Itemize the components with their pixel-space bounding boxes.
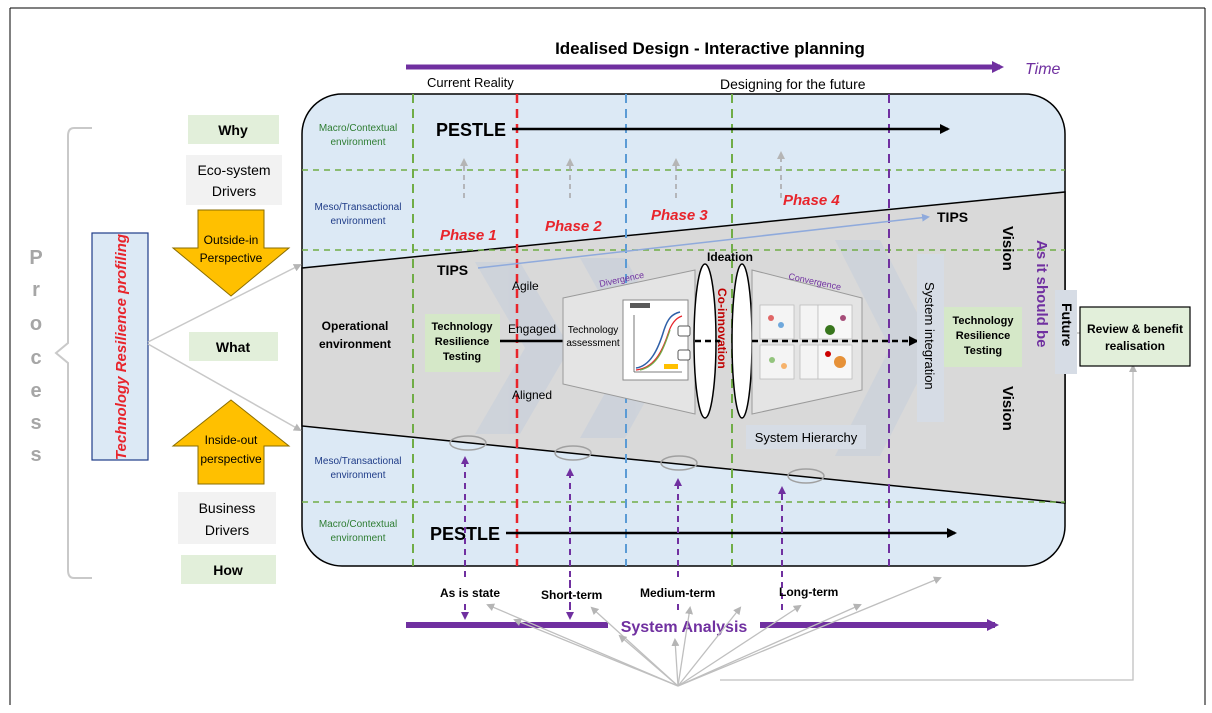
outside-in-line-1: Outside-in bbox=[204, 233, 259, 247]
macro-top-label-2: environment bbox=[330, 137, 385, 148]
future-label: Future bbox=[1059, 303, 1075, 347]
trt-right-box bbox=[944, 307, 1022, 367]
designing-future-label: Designing for the future bbox=[720, 76, 866, 92]
eco-drivers-line-1: Eco-system bbox=[197, 162, 270, 178]
inside-out-arrow bbox=[171, 399, 291, 485]
svg-text:s: s bbox=[30, 412, 41, 434]
system-analysis-label: System Analysis bbox=[621, 619, 748, 636]
as-is-state-box bbox=[401, 580, 500, 604]
hub-arrows bbox=[486, 364, 1137, 687]
system-integration-label: System integration bbox=[922, 282, 937, 390]
tips-left-label: TIPS bbox=[437, 262, 468, 278]
aligned-label: Aligned bbox=[512, 388, 552, 402]
profiling-connectors bbox=[147, 264, 302, 431]
convergence-thumbnails bbox=[759, 304, 853, 380]
tech-assessment-line-2: assessment bbox=[566, 338, 620, 349]
lens-right bbox=[731, 263, 753, 419]
how-box bbox=[181, 555, 276, 584]
why-box bbox=[188, 115, 279, 144]
meso-bottom-label-2: environment bbox=[330, 470, 385, 481]
system-integration-box bbox=[917, 254, 944, 422]
profiling-label: Technology Resilience profiling bbox=[113, 234, 130, 460]
meso-bottom-label-1: Meso/Transactional bbox=[315, 456, 402, 467]
profiling-box bbox=[91, 232, 149, 461]
trt-left-line-2: Resilience bbox=[435, 336, 489, 348]
what-label: What bbox=[216, 339, 251, 355]
system-hierarchy-box bbox=[746, 425, 866, 449]
as-is-state-label: As is state bbox=[440, 586, 500, 600]
outside-in-line-2: Perspective bbox=[200, 251, 263, 265]
medium-term-label: Medium-term bbox=[640, 586, 715, 600]
eco-drivers-line-2: Drivers bbox=[212, 183, 256, 199]
tech-assessment-line-1: Technology bbox=[568, 325, 619, 336]
svg-text:r: r bbox=[32, 279, 40, 301]
meso-top-label-2: environment bbox=[330, 216, 385, 227]
phase-3-label: Phase 3 bbox=[651, 207, 708, 224]
future-box bbox=[1055, 290, 1077, 374]
vision-bottom-label: Vision bbox=[999, 386, 1016, 431]
operational-label-2: environment bbox=[319, 337, 391, 351]
cycle-icons bbox=[449, 435, 825, 484]
phase-1-label: Phase 1 bbox=[440, 227, 497, 244]
time-label: Time bbox=[1025, 61, 1061, 78]
svg-text:o: o bbox=[30, 313, 42, 335]
what-box bbox=[189, 332, 278, 361]
trt-right-line-3: Testing bbox=[964, 345, 1002, 357]
macro-bottom-label-2: environment bbox=[330, 533, 385, 544]
co-innovation-label: Co-innovation bbox=[715, 288, 729, 369]
business-drivers-line-2: Drivers bbox=[205, 522, 249, 538]
engaged-label: Engaged bbox=[508, 322, 556, 336]
phase-4-label: Phase 4 bbox=[783, 192, 840, 209]
tips-right-label: TIPS bbox=[937, 209, 968, 225]
vision-top-label: Vision bbox=[999, 226, 1016, 271]
how-label: How bbox=[213, 562, 243, 578]
review-box bbox=[1079, 306, 1191, 367]
grey-up-arrows bbox=[460, 151, 785, 198]
inside-out-line-2: perspective bbox=[200, 452, 262, 466]
system-analysis-box bbox=[608, 612, 760, 636]
long-term-label: Long-term bbox=[779, 585, 838, 599]
eco-drivers-box bbox=[186, 155, 282, 205]
system-hierarchy-label: System Hierarchy bbox=[755, 430, 858, 445]
ideation-label: Ideation bbox=[707, 250, 753, 264]
current-reality-label: Current Reality bbox=[427, 75, 514, 90]
review-line-2: realisation bbox=[1105, 339, 1165, 353]
as-it-should-be-label: As it should be bbox=[1033, 240, 1050, 348]
pestle-top-label: PESTLE bbox=[436, 120, 506, 140]
macro-bottom-label-1: Macro/Contextual bbox=[319, 519, 397, 530]
trt-left-line-3: Testing bbox=[443, 351, 481, 363]
svg-text:s: s bbox=[30, 444, 41, 466]
operational-label-1: Operational bbox=[322, 319, 389, 333]
svg-text:e: e bbox=[30, 380, 41, 402]
short-term-label: Short-term bbox=[541, 588, 602, 602]
business-drivers-box bbox=[178, 492, 276, 544]
review-line-1: Review & benefit bbox=[1087, 322, 1183, 336]
why-label: Why bbox=[218, 122, 248, 138]
svg-text:c: c bbox=[30, 347, 41, 369]
tips-arrow bbox=[477, 213, 930, 269]
inside-out-line-1: Inside-out bbox=[205, 433, 258, 447]
trt-left-line-1: Technology bbox=[432, 321, 494, 333]
process-bracket bbox=[54, 127, 92, 579]
macro-top-label-1: Macro/Contextual bbox=[319, 123, 397, 134]
trt-left-box bbox=[425, 314, 500, 372]
agile-label: Agile bbox=[512, 279, 539, 293]
tech-assessment-chart bbox=[622, 299, 691, 381]
process-letters: P r o c e s s bbox=[29, 247, 42, 466]
phase-2-label: Phase 2 bbox=[545, 218, 602, 235]
header-title: Idealised Design - Interactive planning bbox=[555, 39, 865, 58]
business-drivers-line-1: Business bbox=[199, 500, 256, 516]
outside-in-arrow bbox=[171, 209, 291, 297]
trt-right-line-1: Technology bbox=[953, 315, 1015, 327]
svg-text:P: P bbox=[29, 247, 42, 269]
medium-term-box bbox=[627, 580, 730, 604]
trt-right-line-2: Resilience bbox=[956, 330, 1010, 342]
pestle-bottom-label: PESTLE bbox=[430, 524, 500, 544]
meso-top-label-1: Meso/Transactional bbox=[315, 202, 402, 213]
